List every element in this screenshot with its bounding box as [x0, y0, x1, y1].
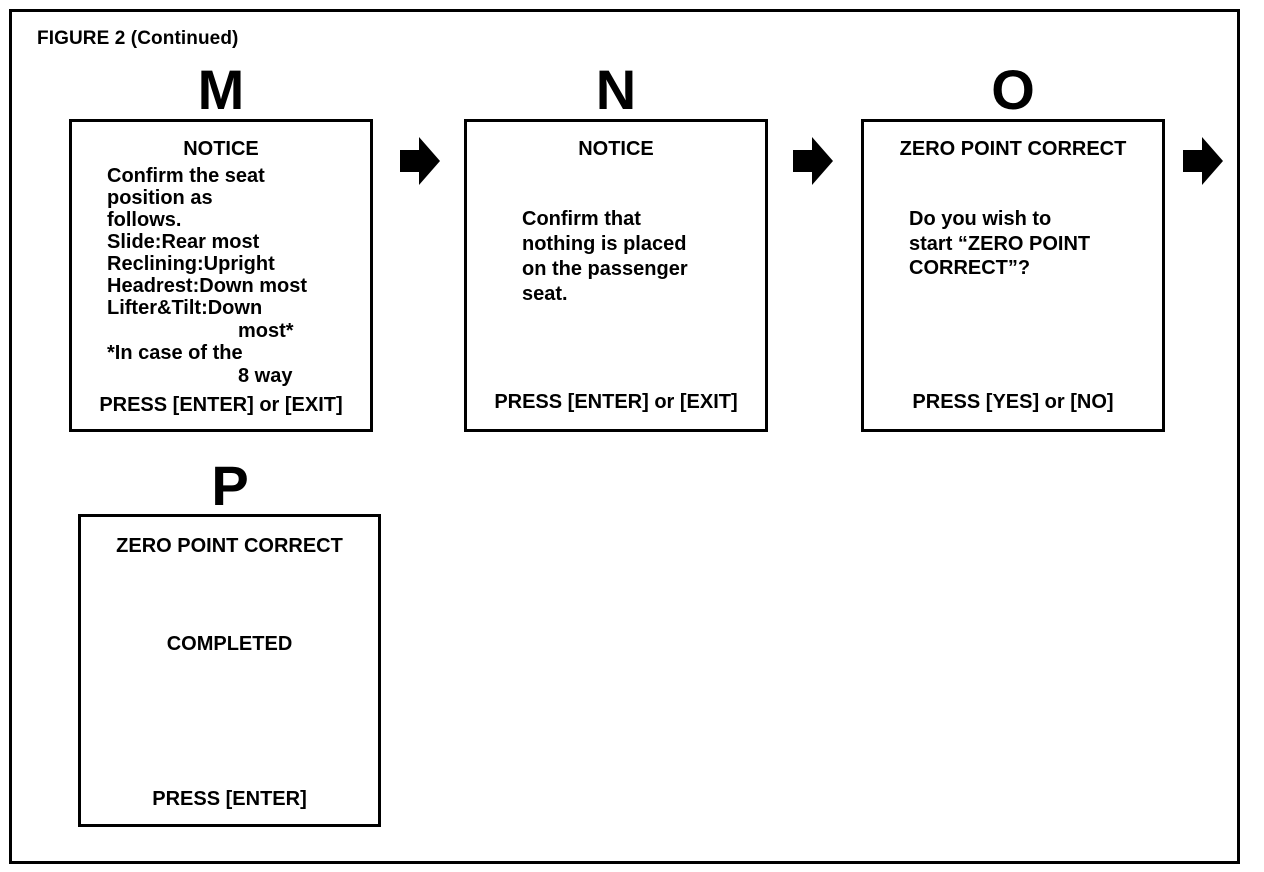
- screen-p-completed: ZERO POINT CORRECT COMPLETED PRESS [ENTE…: [78, 514, 381, 827]
- step-letter-o: O: [991, 58, 1035, 121]
- screen-m-line: Lifter&Tilt:Down: [107, 297, 263, 319]
- screen-m-line: Reclining:Upright: [107, 253, 275, 275]
- screen-o-line: start “ZERO POINT: [909, 233, 1091, 255]
- screen-p-header: ZERO POINT CORRECT: [116, 535, 343, 557]
- figure-title: FIGURE 2 (Continued): [37, 28, 239, 49]
- screen-o-line: CORRECT”?: [909, 257, 1031, 279]
- step-letter-n: N: [595, 58, 637, 121]
- screen-p-body: COMPLETED: [166, 633, 293, 655]
- screen-p-footer: PRESS [ENTER]: [152, 788, 307, 810]
- screen-m-header: NOTICE: [183, 138, 259, 160]
- right-arrow-icon: [1183, 137, 1223, 185]
- screen-m-line: Slide:Rear most: [107, 231, 260, 253]
- screen-m-line: Headrest:Down most: [107, 275, 308, 297]
- screen-m-line: 8 way: [238, 365, 293, 387]
- screen-o-line: Do you wish to: [909, 208, 1052, 230]
- screen-n-line: on the passenger: [522, 258, 688, 280]
- figure-frame: [9, 9, 1240, 864]
- screen-o-zero-point-prompt: ZERO POINT CORRECT Do you wish to start …: [861, 119, 1165, 432]
- screen-m-line: follows.: [107, 209, 182, 231]
- screen-n-line: seat.: [522, 283, 568, 305]
- step-letter-m: M: [197, 58, 245, 121]
- screen-m-notice: NOTICE Confirm the seat position as foll…: [69, 119, 373, 432]
- screen-m-line: *In case of the: [107, 342, 243, 364]
- screen-o-header: ZERO POINT CORRECT: [899, 138, 1127, 160]
- right-arrow-icon: [400, 137, 440, 185]
- step-letter-p: P: [211, 454, 249, 517]
- screen-n-line: nothing is placed: [522, 233, 687, 255]
- screen-m-line: Confirm the seat: [107, 165, 265, 187]
- screen-n-header: NOTICE: [578, 138, 654, 160]
- screen-m-line: position as: [107, 187, 213, 209]
- screen-n-footer: PRESS [ENTER] or [EXIT]: [494, 391, 738, 413]
- screen-n-line: Confirm that: [522, 208, 641, 230]
- screen-n-notice: NOTICE Confirm that nothing is placed on…: [464, 119, 768, 432]
- screen-m-line: most*: [238, 320, 294, 342]
- screen-o-footer: PRESS [YES] or [NO]: [912, 391, 1114, 413]
- screen-m-footer: PRESS [ENTER] or [EXIT]: [99, 394, 343, 416]
- right-arrow-icon: [793, 137, 833, 185]
